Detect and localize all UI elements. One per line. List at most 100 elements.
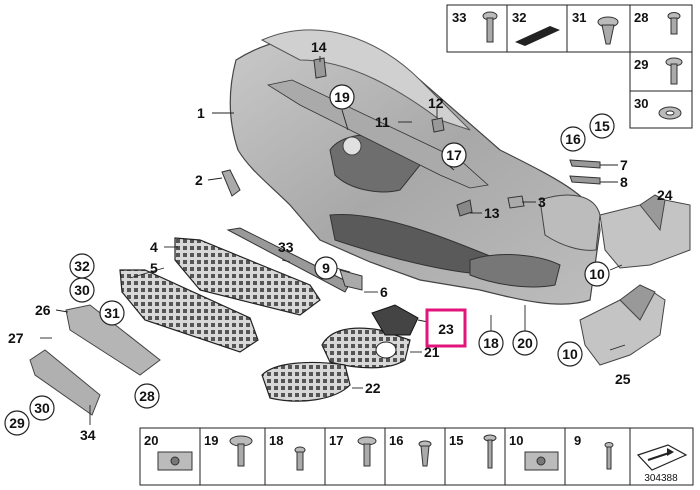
- callout-2[interactable]: 2: [195, 172, 203, 188]
- callout-28[interactable]: 28: [134, 383, 160, 409]
- svg-text:30: 30: [74, 282, 90, 298]
- callout-19[interactable]: 19: [329, 84, 355, 110]
- svg-text:12: 12: [428, 95, 444, 111]
- direction-arrow-icon: [636, 444, 688, 471]
- callout-27[interactable]: 27: [8, 330, 24, 346]
- svg-text:27: 27: [8, 330, 24, 346]
- callout-29[interactable]: 29: [4, 410, 30, 436]
- svg-text:28: 28: [634, 10, 648, 25]
- callout-20[interactable]: 20: [512, 330, 538, 356]
- bottom-cell-20[interactable]: 20: [144, 433, 193, 471]
- callout-8[interactable]: 8: [620, 174, 628, 190]
- svg-text:34: 34: [80, 427, 96, 443]
- svg-text:1: 1: [197, 105, 205, 121]
- callout-14[interactable]: 14: [311, 39, 327, 55]
- bottom-cell-9[interactable]: 9: [574, 433, 614, 470]
- spring-nut-icon: [157, 451, 193, 471]
- svg-text:26: 26: [35, 302, 51, 318]
- callout-13[interactable]: 13: [484, 205, 500, 221]
- short-screw-icon: [667, 12, 681, 35]
- svg-text:8: 8: [620, 174, 628, 190]
- callout-33[interactable]: 32: [69, 253, 95, 279]
- svg-text:20: 20: [144, 433, 158, 448]
- center-lower-grille-4: [174, 237, 321, 316]
- top-cell-31[interactable]: 31: [572, 10, 619, 45]
- expanding-rivet-icon: [418, 440, 432, 467]
- top-cell-29[interactable]: 29: [634, 57, 683, 85]
- bracket-6: [339, 269, 363, 291]
- grille-trim-strip: [266, 79, 489, 189]
- svg-text:33: 33: [278, 239, 294, 255]
- svg-text:32: 32: [512, 10, 526, 25]
- expanding-rivet-icon: [597, 16, 619, 45]
- callout-26[interactable]: 26: [35, 302, 51, 318]
- callout-4[interactable]: 4: [150, 239, 158, 255]
- small-part-2: [221, 169, 241, 197]
- callout-32[interactable]: 31: [99, 300, 125, 326]
- front-bumper-cover: [229, 29, 601, 305]
- bottom-cell-18[interactable]: 18: [269, 433, 306, 471]
- callout-23[interactable]: 23: [438, 321, 454, 337]
- svg-text:9: 9: [322, 260, 330, 276]
- bottom-cell-16[interactable]: 16: [389, 433, 432, 467]
- callout-9[interactable]: 9: [314, 256, 338, 280]
- top-cell-30[interactable]: 30: [634, 96, 682, 120]
- top-cell-32[interactable]: 32: [512, 10, 560, 46]
- callout-7[interactable]: 7: [620, 157, 628, 173]
- svg-text:18: 18: [269, 433, 283, 448]
- callout-10-upper[interactable]: 10: [584, 261, 610, 287]
- callout-31[interactable]: 30: [69, 277, 95, 303]
- callout-3[interactable]: 3: [538, 194, 546, 210]
- callout-35[interactable]: 34: [80, 427, 96, 443]
- callout-1[interactable]: 1: [197, 105, 205, 121]
- svg-text:10: 10: [589, 266, 605, 282]
- washer-icon: [658, 106, 682, 120]
- callout-11[interactable]: 11: [375, 114, 390, 130]
- svg-text:32: 32: [74, 258, 90, 274]
- top-parts-table: 33 32 31 28 29: [446, 4, 693, 129]
- top-cell-28[interactable]: 28: [634, 10, 681, 35]
- callout-30[interactable]: 30: [29, 395, 55, 421]
- callout-16[interactable]: 16: [560, 126, 586, 152]
- svg-text:17: 17: [329, 433, 343, 448]
- svg-text:19: 19: [204, 433, 218, 448]
- diagram-code: 304388: [644, 473, 678, 484]
- long-screw-icon: [483, 434, 497, 469]
- svg-text:19: 19: [334, 89, 350, 105]
- hex-bolt-icon: [665, 57, 683, 85]
- svg-text:9: 9: [574, 433, 581, 448]
- foam-strip-icon: [515, 26, 560, 46]
- callout-34[interactable]: 33: [278, 239, 294, 255]
- svg-text:4: 4: [150, 239, 158, 255]
- svg-text:31: 31: [104, 305, 120, 321]
- callout-21[interactable]: 21: [424, 344, 440, 360]
- svg-text:15: 15: [594, 118, 610, 134]
- bottom-cell-15[interactable]: 15: [449, 433, 497, 469]
- svg-text:2: 2: [195, 172, 203, 188]
- small-parts-12-14: [313, 57, 473, 217]
- bottom-cell-10[interactable]: 10: [509, 433, 559, 471]
- callout-24[interactable]: 24: [657, 187, 673, 203]
- bottom-cell-19[interactable]: 19: [204, 433, 253, 467]
- callout-17[interactable]: 17: [441, 142, 467, 168]
- callout-12[interactable]: 12: [428, 95, 444, 111]
- pin-icon: [604, 442, 614, 470]
- side-grille-22: [261, 361, 351, 402]
- callout-18[interactable]: 18: [478, 330, 504, 356]
- callout-15[interactable]: 15: [589, 113, 615, 139]
- callout-10-lower[interactable]: 10: [557, 341, 583, 367]
- callout-5[interactable]: 5: [150, 260, 158, 276]
- top-cell-33[interactable]: 33: [452, 10, 498, 43]
- wheel-arch-bracket-lower: [579, 284, 666, 366]
- license-plate-holder: [29, 349, 101, 416]
- svg-text:3: 3: [538, 194, 546, 210]
- bottom-cell-17[interactable]: 17: [329, 433, 377, 467]
- svg-text:28: 28: [139, 388, 155, 404]
- callout-6[interactable]: 6: [380, 284, 388, 300]
- svg-text:29: 29: [634, 57, 648, 72]
- callout-25[interactable]: 25: [615, 371, 631, 387]
- clip-nut-icon: [524, 451, 559, 471]
- callout-22[interactable]: 22: [365, 380, 381, 396]
- svg-text:31: 31: [572, 10, 586, 25]
